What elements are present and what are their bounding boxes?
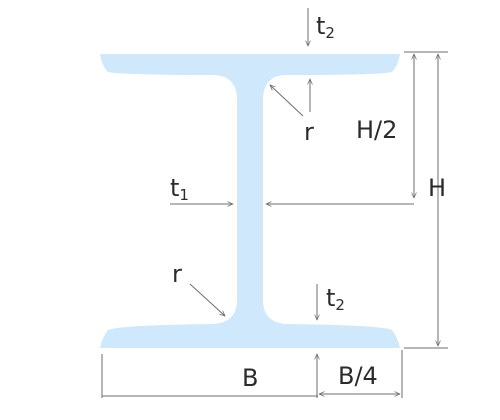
r-top-label: r <box>304 118 314 146</box>
b-quarter-label: B/4 <box>338 362 378 390</box>
t2-bottom-label: t2 <box>326 284 345 314</box>
r-bottom-arrow <box>189 283 225 316</box>
t2-top-label: t2 <box>316 12 335 42</box>
h-half-label: H/2 <box>356 116 397 144</box>
i-beam-section <box>100 54 400 348</box>
b-label: B <box>242 364 258 392</box>
t1-label: t1 <box>170 174 189 204</box>
r-top-arrow-diagonal <box>270 85 304 117</box>
h-label: H <box>428 174 446 202</box>
r-bottom-label: r <box>172 260 182 288</box>
